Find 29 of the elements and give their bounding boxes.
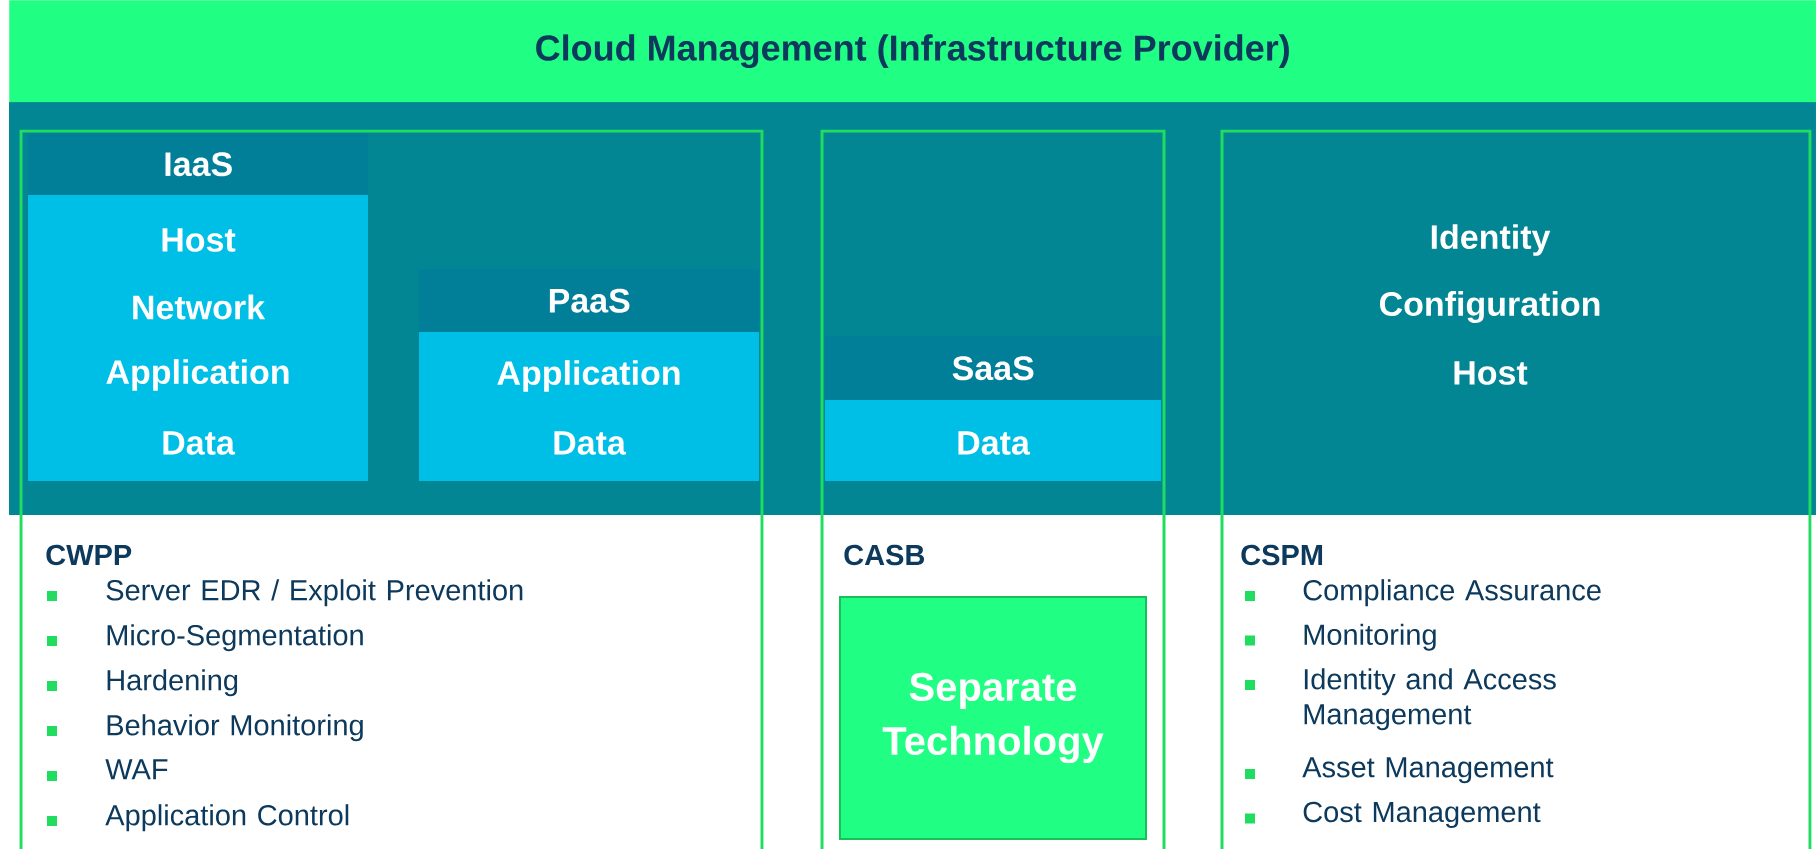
layer-label: Data (958, 431, 1031, 455)
layer-header: PaaS (419, 269, 760, 333)
list-item: Identity and Access Management (1304, 668, 1556, 731)
layer-label: Data (554, 431, 627, 455)
layer-header: SaaS (825, 336, 1162, 401)
layer-label: Host (162, 228, 236, 252)
layer-label: Configuration (1380, 291, 1600, 323)
list-item: Application Control (105, 804, 349, 832)
list-item: Cost Management (1303, 801, 1541, 828)
column-heading: CASB (844, 544, 925, 566)
column-heading: CSPM (1241, 544, 1323, 566)
column-heading: CWPP (46, 544, 132, 566)
list-item: Micro-Segmentation (107, 624, 363, 652)
list-item: Hardening (107, 669, 238, 697)
title-band: Cloud Management (Infrastructure Provider) (9, 0, 1816, 103)
list-item: Behavior Monitoring (107, 714, 363, 742)
list-item: Server EDR / Exploit Prevention (106, 579, 523, 607)
list-item: Monitoring (1304, 623, 1436, 651)
list-item: Compliance Assurance (1303, 579, 1601, 607)
list-item: Asset Management (1302, 757, 1554, 784)
layer-label: Identity (1431, 224, 1551, 256)
technology-box: Separate Technology (839, 596, 1147, 840)
list-item: WAF (105, 759, 168, 780)
layer-label: Data (163, 431, 236, 455)
layer-label: Host (1454, 361, 1528, 385)
layer-label: Application (106, 359, 289, 391)
layer-label: Network (133, 294, 266, 320)
layer-header: IaaS (28, 133, 369, 196)
layer-label: Application (497, 360, 680, 392)
